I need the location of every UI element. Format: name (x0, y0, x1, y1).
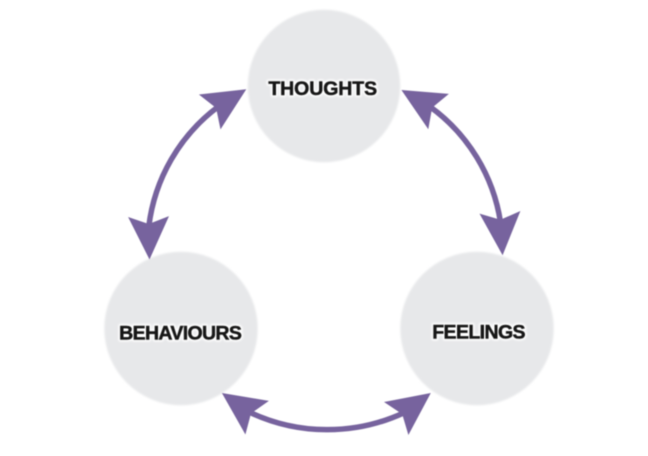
svg-text:FEELINGS: FEELINGS (432, 322, 525, 344)
svg-text:BEHAVIOURS: BEHAVIOURS (119, 322, 242, 344)
svg-text:FEELINGS: FEELINGS (432, 322, 525, 344)
svg-text:BEHAVIOURS: BEHAVIOURS (119, 322, 242, 344)
svg-text:THOUGHTS: THOUGHTS (268, 78, 377, 100)
svg-text:THOUGHTS: THOUGHTS (268, 78, 377, 100)
